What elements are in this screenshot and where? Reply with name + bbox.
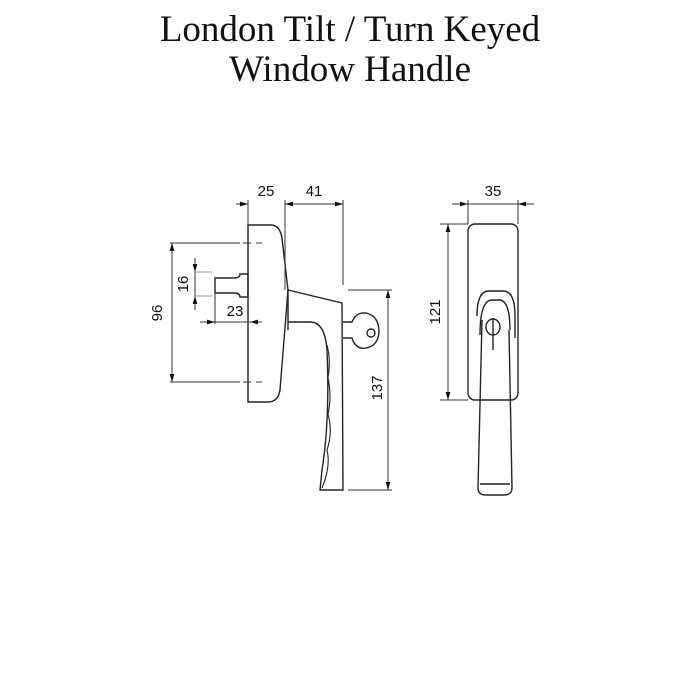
dim-front-width: 35 [485,183,502,200]
dim-spindle-length: 23 [227,303,244,320]
dim-handle-length: 137 [369,375,386,400]
dim-base-fixing-centres: 96 [149,305,166,322]
dim-spindle-height: 16 [175,276,192,293]
base-plate [247,224,289,403]
page-title: London Tilt / Turn Keyed Window Handle [0,10,700,90]
dim-handle-projection: 41 [306,183,323,200]
spindle [214,273,249,298]
dim-front-base-height: 121 [427,299,444,324]
title-line-1: London Tilt / Turn Keyed [159,9,541,50]
front-base-plate [467,223,519,401]
key-cylinder [343,312,380,349]
dim-base-depth: 25 [258,183,275,200]
side-view-dimension-lines [169,200,392,491]
handle-neck [287,289,344,491]
front-handle-grip [477,319,513,496]
front-handle-collar [476,290,516,338]
title-line-2: Window Handle [228,49,472,90]
front-view [467,223,519,496]
front-view-dimension-lines [440,200,534,401]
side-view [214,224,380,491]
